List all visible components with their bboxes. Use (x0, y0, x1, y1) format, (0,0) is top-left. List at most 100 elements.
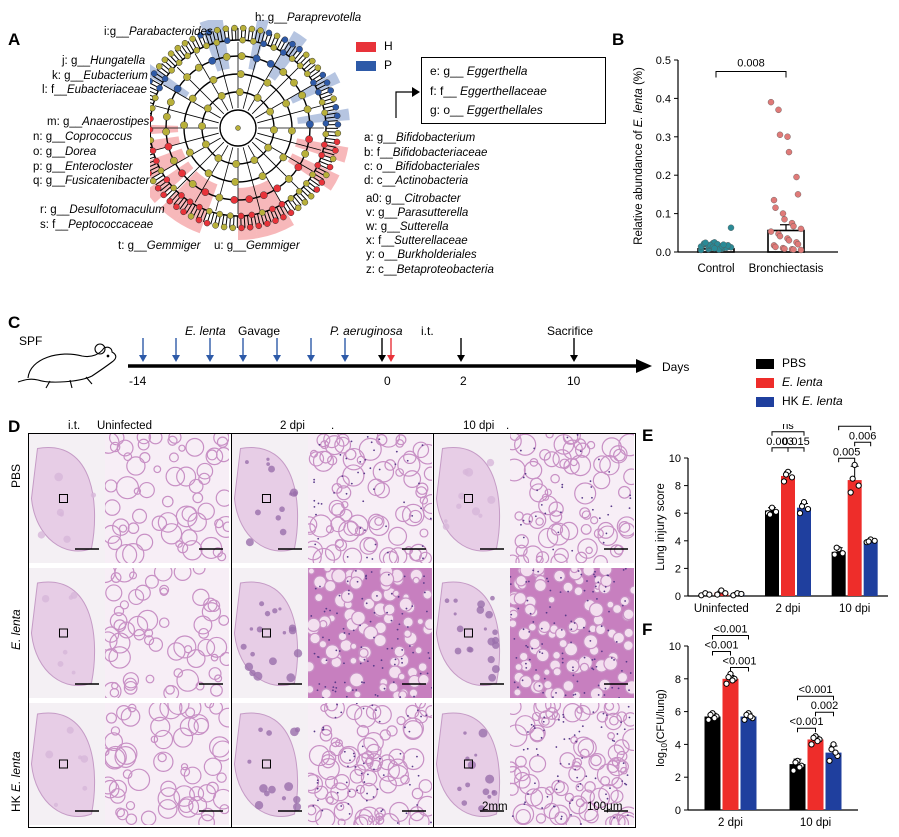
alveolus (510, 761, 517, 773)
alveolus (618, 485, 631, 499)
clado-node (238, 224, 245, 232)
clado-node (163, 176, 171, 183)
clado-label-left-2: j: g__Hungatella (62, 55, 145, 67)
tissue-spot (245, 538, 254, 547)
alveolus (215, 489, 229, 507)
nucleus (316, 781, 319, 784)
clado-leaf (219, 29, 223, 42)
tissue-spot (288, 626, 297, 635)
nucleus (561, 661, 564, 664)
alveolus (529, 724, 546, 742)
nucleus (411, 765, 414, 768)
alveolus (514, 534, 529, 549)
alveolus (388, 547, 408, 563)
alveolus (363, 625, 379, 641)
alveolus (308, 617, 321, 632)
alveolus (122, 672, 140, 689)
panel-letter-e: E (642, 426, 654, 445)
clado-node (318, 151, 325, 159)
clado-node (260, 40, 267, 48)
nucleus (356, 580, 359, 583)
alveolus (601, 437, 622, 458)
nucleus (597, 694, 600, 696)
b-pvalue: 0.008 (737, 58, 765, 70)
sig-bracket (771, 447, 789, 452)
alveolus (210, 653, 219, 662)
clado-node (215, 193, 224, 202)
alveolus (320, 688, 332, 698)
nucleus (552, 805, 555, 808)
clado-node (173, 203, 180, 211)
alveolus (572, 757, 583, 768)
nucleus (626, 774, 629, 777)
nucleus (312, 805, 315, 807)
x-tick-label: 10 dpi (800, 817, 831, 829)
tile-bg (510, 434, 634, 563)
nucleus (537, 570, 540, 573)
tissue-spot (253, 671, 263, 681)
tissue-spot (463, 731, 467, 735)
nucleus (406, 626, 409, 628)
alveolus (183, 766, 202, 785)
tissue-spot (80, 755, 89, 763)
nucleus (430, 686, 432, 689)
alveolus (402, 717, 424, 739)
nucleus (386, 551, 389, 554)
clado-node (154, 184, 162, 192)
clado-node (150, 126, 154, 133)
clado-node (269, 205, 276, 213)
b-point (776, 131, 784, 139)
clado-node (318, 179, 326, 186)
nucleus (396, 637, 399, 640)
nucleus (363, 781, 366, 783)
clado-node (187, 213, 195, 220)
data-point (871, 537, 878, 544)
b-point (781, 216, 788, 223)
nucleus (541, 643, 544, 645)
clado-spoke (242, 147, 261, 212)
alveolus (606, 760, 620, 774)
clado-label-left-11: s: f__Peptococcaceae (40, 219, 153, 231)
nucleus (606, 797, 609, 800)
nucleus (602, 712, 605, 715)
clado-node (259, 209, 266, 216)
histology-image (308, 434, 432, 563)
histology-image (232, 703, 308, 825)
alveolus (402, 748, 425, 771)
nucleus (370, 571, 373, 573)
b-sig-bracket (715, 71, 787, 78)
b-point (775, 106, 782, 114)
clado-leaf (150, 90, 157, 95)
taxon-prefix: e: g__ (430, 64, 467, 78)
b-point (767, 228, 775, 235)
nucleus (394, 658, 397, 661)
nucleus (399, 696, 402, 698)
alveolus (607, 744, 625, 762)
cladogram-arrow (395, 87, 420, 118)
alveolus (308, 804, 322, 823)
sig-label: 0.015 (782, 436, 810, 448)
nucleus (510, 575, 512, 578)
tissue-spot (443, 519, 448, 523)
clado-node (334, 112, 341, 120)
alveolus (416, 482, 429, 495)
clado-leaf (288, 45, 297, 57)
nucleus (317, 502, 320, 505)
tissue-spot (82, 785, 88, 791)
alveolus (108, 434, 125, 446)
alveolus (575, 551, 588, 563)
data-point (792, 759, 799, 766)
alveolus (559, 521, 579, 541)
alveolus (116, 439, 134, 457)
clado-node (246, 224, 254, 231)
nucleus (524, 801, 526, 804)
clado-node (305, 135, 313, 144)
tissue-spot (266, 730, 272, 736)
taxon-prefix: v: g__ (366, 207, 398, 219)
alveolus (562, 679, 575, 692)
nucleus (597, 684, 600, 687)
alveolus (550, 687, 566, 698)
alveolus (414, 703, 426, 709)
b-point (794, 191, 802, 198)
